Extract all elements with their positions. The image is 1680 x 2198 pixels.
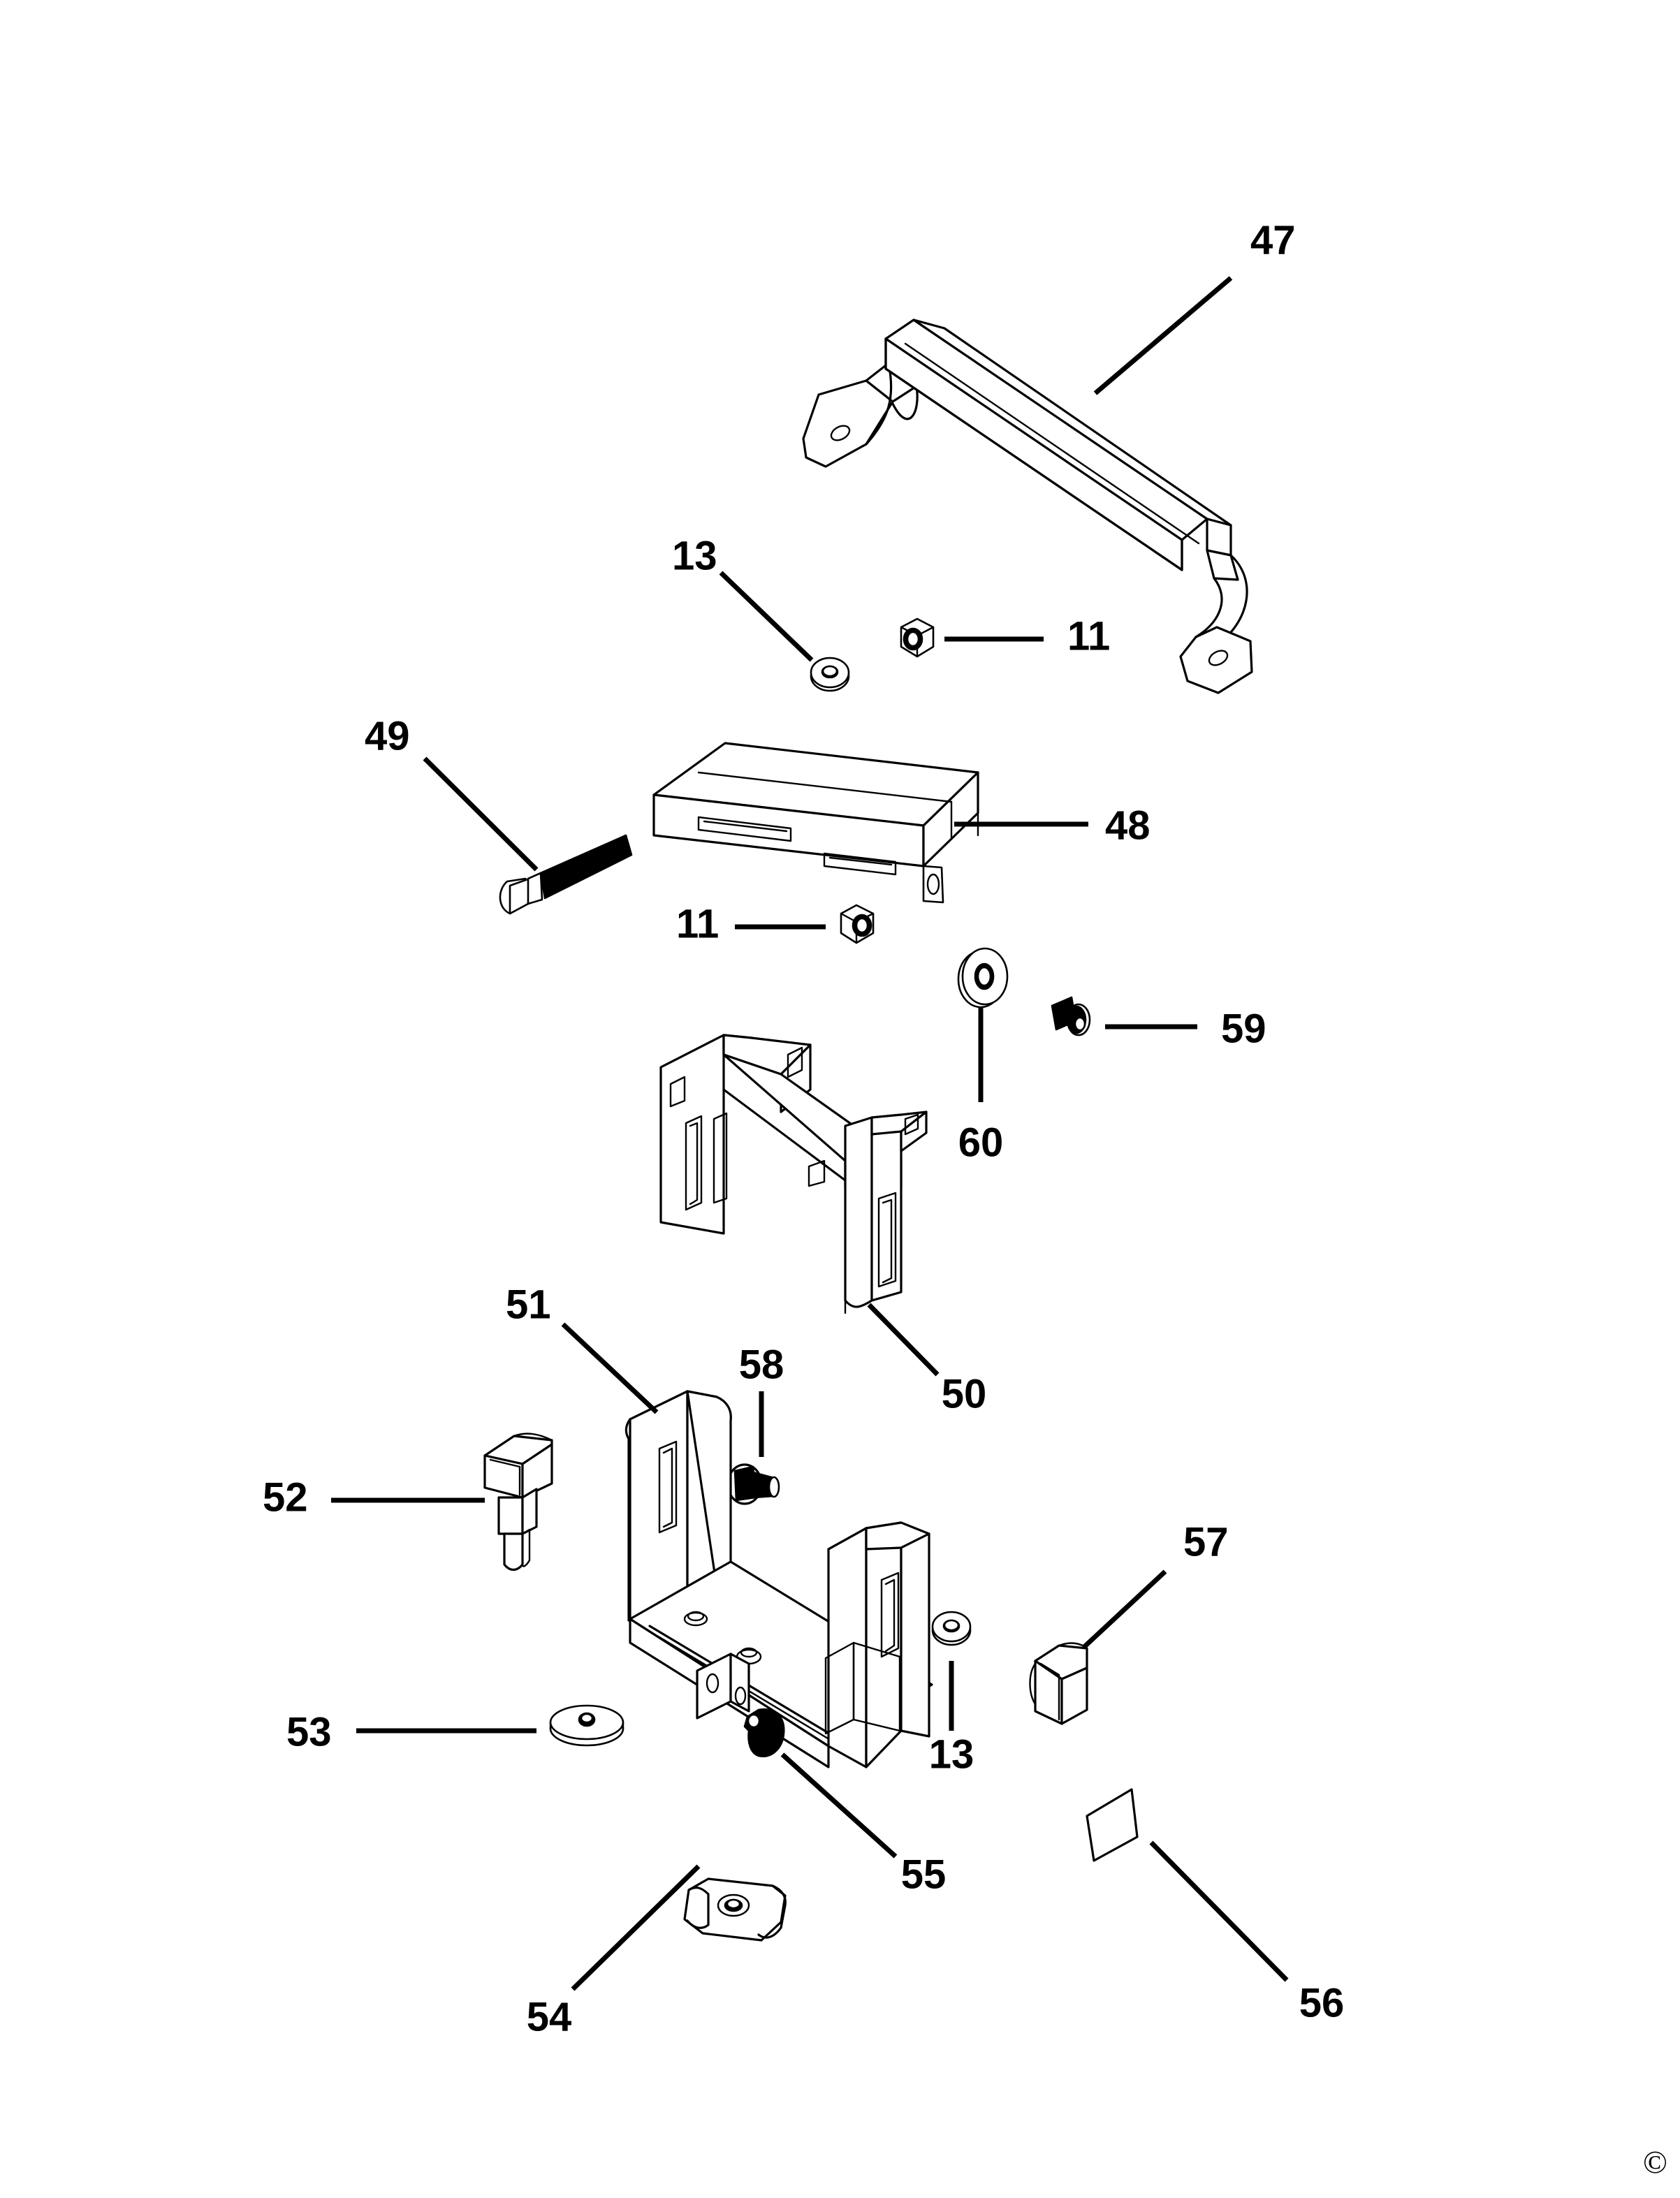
part-59-pan-head-screw [1051, 996, 1091, 1036]
leader-50 [867, 1303, 940, 1377]
leader-49 [423, 756, 539, 872]
leader-57 [1082, 1569, 1167, 1649]
callout-47: 47 [1250, 217, 1296, 263]
part-52-adjustment-knob [483, 1433, 553, 1571]
part-55-rivet-pin [743, 1708, 785, 1757]
callout-49: 49 [365, 713, 410, 759]
leader-56 [1149, 1840, 1289, 1982]
part-49-carriage-bolt [499, 834, 633, 915]
callout-58: 58 [739, 1342, 784, 1387]
callout-59: 59 [1221, 1006, 1266, 1051]
copyright-icon: © [1643, 2144, 1667, 2180]
part-56-warning-label-plate [1086, 1788, 1139, 1862]
callout-51: 51 [506, 1282, 551, 1327]
callout-numbers: 47 13 11 49 48 11 59 60 51 50 58 52 57 1… [263, 217, 1344, 2039]
callout-48: 48 [1105, 803, 1151, 848]
leader-47 [1093, 276, 1233, 395]
part-50-upper-u-bracket [659, 1034, 928, 1314]
callout-60: 60 [958, 1120, 1004, 1165]
callout-55: 55 [901, 1852, 947, 1897]
part-13-flat-washer-lower [931, 1611, 972, 1646]
callout-11-upper: 11 [1067, 613, 1110, 659]
part-13-flat-washer-upper [810, 657, 850, 692]
part-60-flat-washer-large [957, 947, 1009, 1009]
leader-51 [561, 1322, 659, 1414]
leader-55 [780, 1752, 898, 1859]
callout-13-upper: 13 [672, 533, 717, 578]
callout-57: 57 [1183, 1519, 1229, 1565]
part-48-slotted-rail-bar [652, 742, 979, 904]
callout-52: 52 [263, 1474, 308, 1520]
part-58-round-head-bolt [726, 1463, 780, 1505]
part-11-hex-lock-nut-lower [840, 904, 875, 944]
callout-50: 50 [942, 1371, 987, 1416]
leader-lines [331, 276, 1289, 1991]
part-54-saddle-clamp-nut [683, 1877, 787, 1942]
part-11-hex-lock-nut-upper [900, 617, 935, 658]
callout-53: 53 [286, 1709, 332, 1754]
callout-56: 56 [1299, 1980, 1345, 2025]
part-53-round-spacer-disc [549, 1704, 624, 1747]
part-47-handle-bar-bracket [802, 318, 1253, 694]
leader-13-upper [719, 571, 814, 662]
callout-54: 54 [527, 1994, 572, 2039]
callout-13-lower: 13 [929, 1731, 974, 1777]
part-51-lower-u-bracket [624, 1390, 933, 1768]
part-57-square-nut [1029, 1642, 1088, 1725]
leader-54 [571, 1864, 701, 1991]
callout-11-lower: 11 [676, 901, 719, 946]
